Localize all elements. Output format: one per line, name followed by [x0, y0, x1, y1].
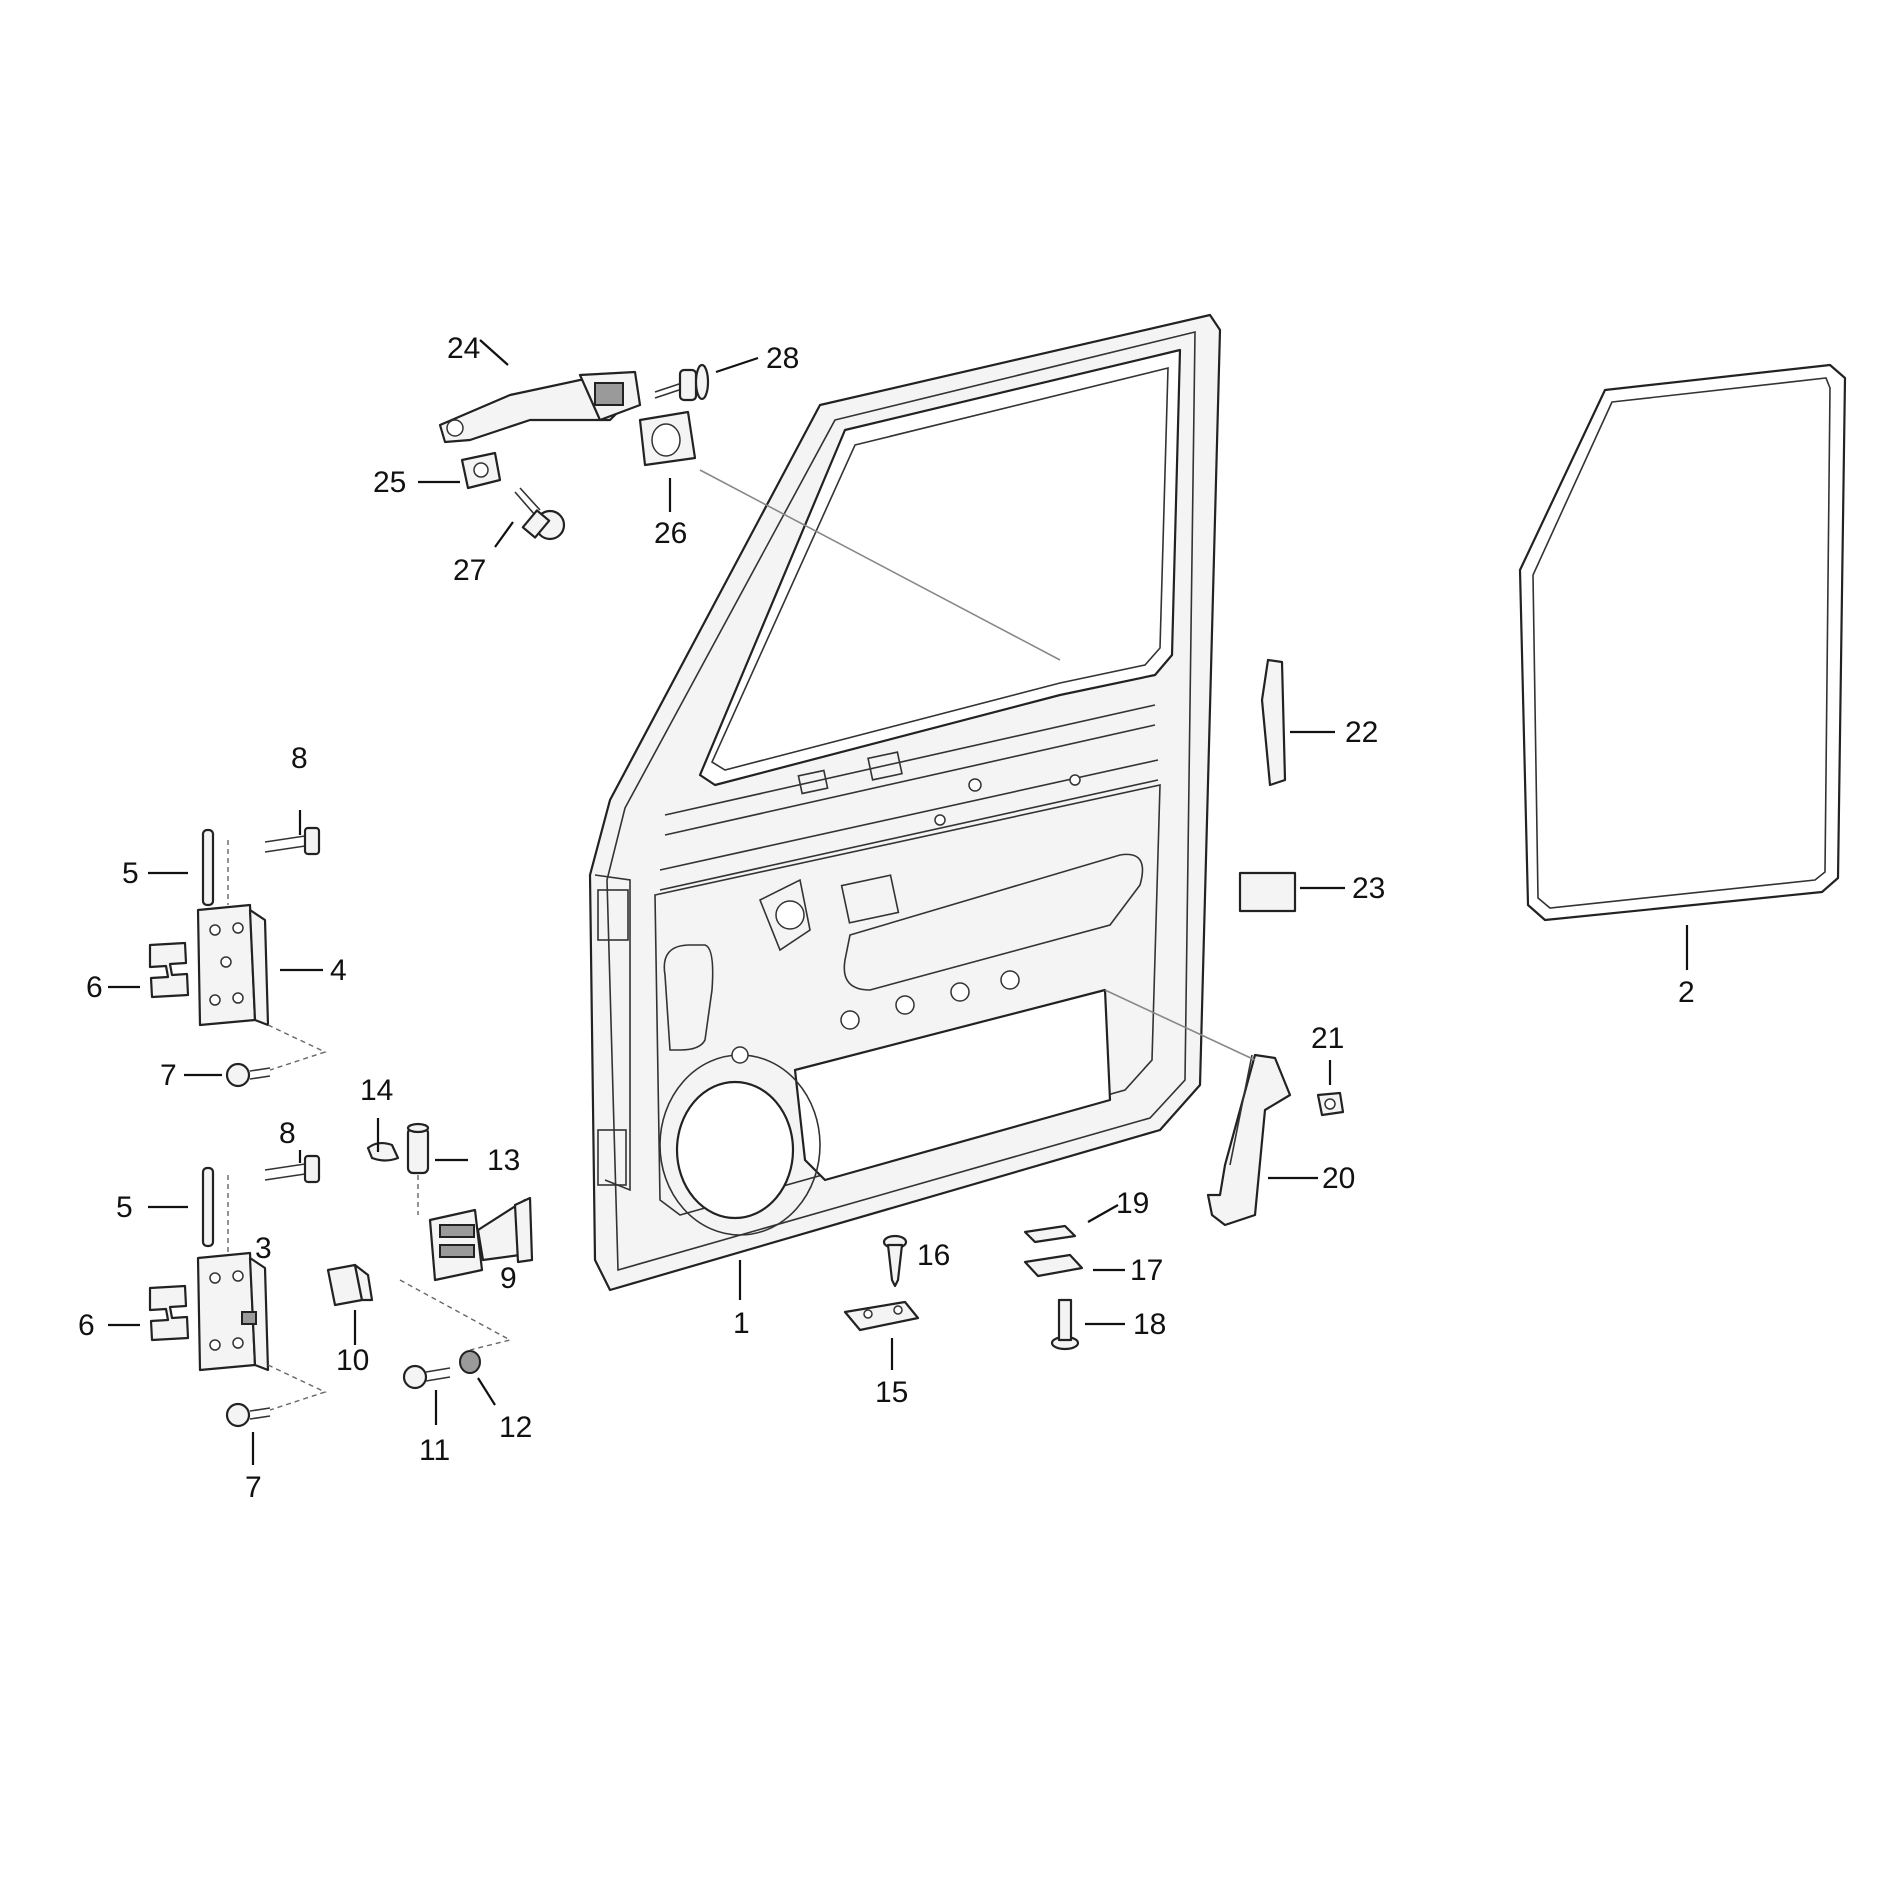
callout-4: 4	[330, 954, 347, 987]
callout-20: 20	[1322, 1162, 1355, 1195]
callout-26: 26	[654, 517, 687, 550]
callout-12: 12	[499, 1411, 532, 1444]
callout-21: 21	[1311, 1022, 1344, 1055]
retaining-clip-part	[366, 1141, 400, 1162]
callout-3: 3	[255, 1232, 272, 1265]
bracket-nut-part	[1316, 1091, 1345, 1117]
door-check-part	[428, 1196, 534, 1282]
leader-lines	[108, 339, 1689, 1465]
callout-numbers: 1 2 3 4 5 5 6 6 7 7 8 8 9 10 11 12 13 14…	[78, 332, 1695, 1504]
striker-screw-part	[882, 1234, 908, 1288]
check-washer-part	[459, 1350, 481, 1374]
callout-18: 18	[1133, 1308, 1166, 1341]
callout-15: 15	[875, 1376, 908, 1409]
door-shell-part	[588, 313, 1222, 1292]
callout-2: 2	[1678, 976, 1695, 1009]
pad-strip-part	[1260, 658, 1287, 787]
hinge-bolt-upper-7-part	[225, 1062, 271, 1088]
callout-14: 14	[360, 1074, 393, 1107]
hinge-bolt-lower-7-part	[225, 1402, 271, 1428]
outer-handle-part	[438, 370, 642, 444]
striker-plate-part	[843, 1300, 920, 1332]
callout-9: 9	[500, 1262, 517, 1295]
handle-gasket-part	[460, 451, 502, 490]
hinge-pin-upper-part	[201, 828, 215, 907]
hinge-shim-upper-part	[148, 941, 190, 999]
shim-bolt-18-part	[1050, 1298, 1080, 1351]
hinge-bolt-upper-8-part	[264, 826, 321, 856]
callout-28: 28	[766, 342, 799, 375]
callout-24: 24	[447, 332, 480, 365]
callout-11: 11	[419, 1434, 450, 1467]
callout-7a: 7	[160, 1059, 177, 1092]
check-guide-lines	[399, 1175, 512, 1351]
hinge-pin-lower-part	[201, 1166, 215, 1248]
callout-5b: 5	[116, 1191, 133, 1224]
callout-13: 13	[487, 1144, 520, 1177]
callout-8b: 8	[279, 1117, 296, 1150]
check-sleeve-part	[406, 1122, 430, 1175]
mounting-bracket-part	[1206, 1053, 1292, 1227]
shim-plate-19-part	[1023, 1224, 1077, 1244]
callout-6a: 6	[86, 971, 103, 1004]
pad-square-part	[1238, 871, 1297, 913]
hinge-guide-lines	[227, 840, 327, 1411]
callout-19: 19	[1116, 1187, 1149, 1220]
handle-bolt-part	[514, 487, 566, 541]
hinge-bolt-lower-8-part	[264, 1154, 321, 1184]
callout-5a: 5	[122, 857, 139, 890]
handle-guide-line	[699, 469, 1061, 661]
callout-6b: 6	[78, 1309, 95, 1342]
handle-base-gasket-part	[638, 410, 697, 467]
lower-hinge-part	[196, 1251, 270, 1372]
bracket-guide-line	[1104, 989, 1256, 1061]
callout-17: 17	[1130, 1254, 1163, 1287]
hinge-shim-lower-part	[148, 1284, 190, 1342]
callout-27: 27	[453, 554, 486, 587]
callout-25: 25	[373, 466, 406, 499]
door-weatherstrip-part	[1518, 363, 1847, 922]
callout-7b: 7	[245, 1471, 262, 1504]
callout-10: 10	[336, 1344, 369, 1377]
handle-screw-part	[654, 363, 710, 402]
shim-plate-17-part	[1023, 1253, 1084, 1278]
check-screw-part	[402, 1364, 451, 1390]
check-bumper-part	[326, 1263, 374, 1307]
callout-8a: 8	[291, 742, 308, 775]
callout-22: 22	[1345, 716, 1378, 749]
callout-23: 23	[1352, 872, 1385, 905]
callout-16: 16	[917, 1239, 950, 1272]
callout-1: 1	[733, 1307, 750, 1340]
upper-hinge-part	[196, 903, 270, 1027]
